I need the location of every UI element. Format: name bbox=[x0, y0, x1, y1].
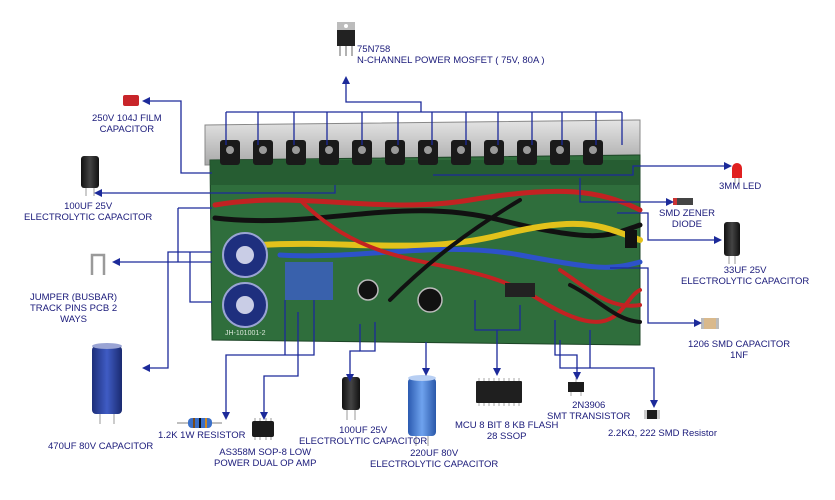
label-capacitor-33uf: 33UF 25V ELECTROLYTIC CAPACITOR bbox=[681, 265, 810, 287]
mosfet-picture bbox=[337, 22, 355, 56]
mosfet-row bbox=[220, 140, 603, 165]
label-smd-capacitor: 1206 SMD CAPACITOR 1NF bbox=[688, 339, 791, 361]
label-transistor: 2N3906 SMT TRANSISTOR bbox=[547, 400, 631, 422]
zener-picture bbox=[673, 198, 693, 205]
elec-capacitor-100uf-picture bbox=[81, 156, 99, 196]
label-zener: SMD ZENER DIODE bbox=[659, 208, 715, 230]
label-mosfet: 75N758 N-CHANNEL POWER MOSFET ( 75V, 80A… bbox=[357, 44, 545, 66]
capacitor-470uf-picture bbox=[92, 343, 122, 424]
label-opamp: AS358M SOP-8 LOW POWER DUAL OP AMP bbox=[214, 447, 317, 469]
elec-capacitor-100uf-bottom-picture bbox=[342, 377, 360, 420]
elec-capacitor-220uf-picture bbox=[408, 375, 436, 446]
label-elec-capacitor-100uf-left: 100UF 25V ELECTROLYTIC CAPACITOR bbox=[24, 201, 153, 223]
label-capacitor-470uf: 470UF 80V CAPACITOR bbox=[48, 441, 154, 452]
label-film-capacitor: 250V 104J FILM CAPACITOR bbox=[92, 113, 162, 135]
label-smd-resistor: 2.2KΩ, 222 SMD Resistor bbox=[608, 428, 718, 439]
label-mcu: MCU 8 BIT 8 KB FLASH 28 SSOP bbox=[455, 420, 559, 442]
label-led: 3MM LED bbox=[719, 181, 762, 192]
arrow-heads bbox=[94, 76, 732, 420]
wires bbox=[212, 188, 643, 324]
resistor-picture bbox=[177, 418, 222, 428]
jumper-picture bbox=[90, 253, 106, 275]
label-resistor-1k2: 1.2K 1W RESISTOR bbox=[158, 430, 246, 441]
led-picture bbox=[732, 163, 742, 184]
film-capacitor-picture bbox=[123, 95, 139, 106]
smd-resistor-picture bbox=[644, 410, 660, 419]
leader-lines bbox=[100, 82, 726, 414]
capacitor-33uf-picture bbox=[724, 222, 740, 264]
board-silkscreen: JH-101001-2 bbox=[225, 330, 266, 337]
board-capacitors bbox=[222, 230, 637, 328]
label-jumper: JUMPER (BUSBAR) TRACK PINS PCB 2 WAYS bbox=[30, 292, 118, 325]
mcu-picture bbox=[476, 378, 522, 406]
smd-capacitor-picture bbox=[701, 318, 719, 329]
label-elec-capacitor-100uf-bottom: 100UF 25V ELECTROLYTIC CAPACITOR bbox=[299, 425, 428, 447]
transistor-picture bbox=[568, 378, 584, 396]
label-elec-capacitor-220uf: 220UF 80V ELECTROLYTIC CAPACITOR bbox=[370, 448, 499, 470]
opamp-picture bbox=[252, 418, 274, 440]
